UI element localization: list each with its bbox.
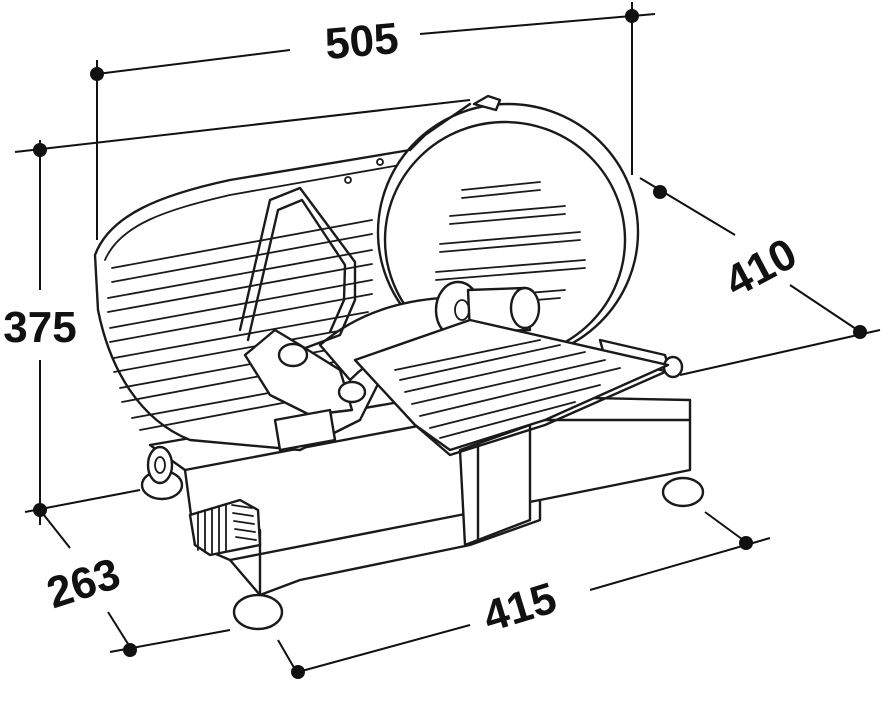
side-knob-center [154, 456, 166, 474]
dim-263-ext [109, 629, 231, 653]
dim-375-ext-bottom [24, 489, 141, 513]
dim-263-label: 263 [41, 549, 126, 618]
side-knob [146, 445, 174, 485]
dim-415-dot-left [291, 665, 305, 679]
dim-505-dot-right [625, 9, 639, 23]
pusher-knob-2 [337, 380, 367, 404]
dim-415-label: 415 [478, 573, 563, 641]
dial-grip-ridges [197, 503, 227, 554]
dim-410-line-top [639, 177, 736, 236]
dim-415-line-left [297, 624, 471, 673]
pusher-frame-inner [246, 198, 347, 342]
hub-knob [509, 286, 541, 330]
pusher-frame-outer [238, 186, 357, 352]
tray-front-lip [413, 370, 667, 457]
right-handle-end [662, 355, 684, 379]
housing-screw-2 [376, 158, 384, 166]
dim-410-label: 410 [717, 229, 805, 307]
dim-505-label: 505 [323, 14, 400, 69]
dim-410-line-bottom [789, 284, 866, 336]
dim-263-line-top [39, 509, 71, 549]
pusher-frame [238, 186, 367, 452]
dim-375-ext-top [14, 99, 471, 153]
dim-375-label: 375 [3, 303, 76, 352]
dim-415-line-right [589, 537, 771, 591]
dim-375-dot-top [33, 143, 47, 157]
dim-410-dot-top [653, 185, 667, 199]
slicer-illustration [93, 94, 705, 631]
dim-505-line-right [419, 13, 656, 35]
hub-center [454, 299, 470, 321]
pusher-knob-1 [277, 342, 309, 368]
housing-inner-rim [104, 164, 401, 261]
pusher-bracket [273, 408, 337, 452]
dim-263-dot [123, 643, 137, 657]
dim-505-line-left [96, 49, 291, 75]
housing-grooves [107, 219, 373, 431]
dial-scale-marks [231, 504, 257, 541]
tray-grooves [394, 339, 621, 439]
dim-410-dot-bottom [853, 325, 867, 339]
carriage-tray [353, 318, 670, 457]
thickness-dial [188, 498, 262, 557]
dim-415-dot-right [739, 536, 753, 550]
dimension-lines [14, 2, 881, 679]
dim-505-dot-left [90, 67, 104, 81]
blade-top-handle [472, 94, 502, 112]
foot-front-left [232, 593, 284, 631]
blade-guard-join [408, 102, 472, 152]
dim-410-ext [679, 329, 881, 376]
housing-screw-1 [344, 176, 352, 184]
foot-front-right [661, 476, 705, 508]
